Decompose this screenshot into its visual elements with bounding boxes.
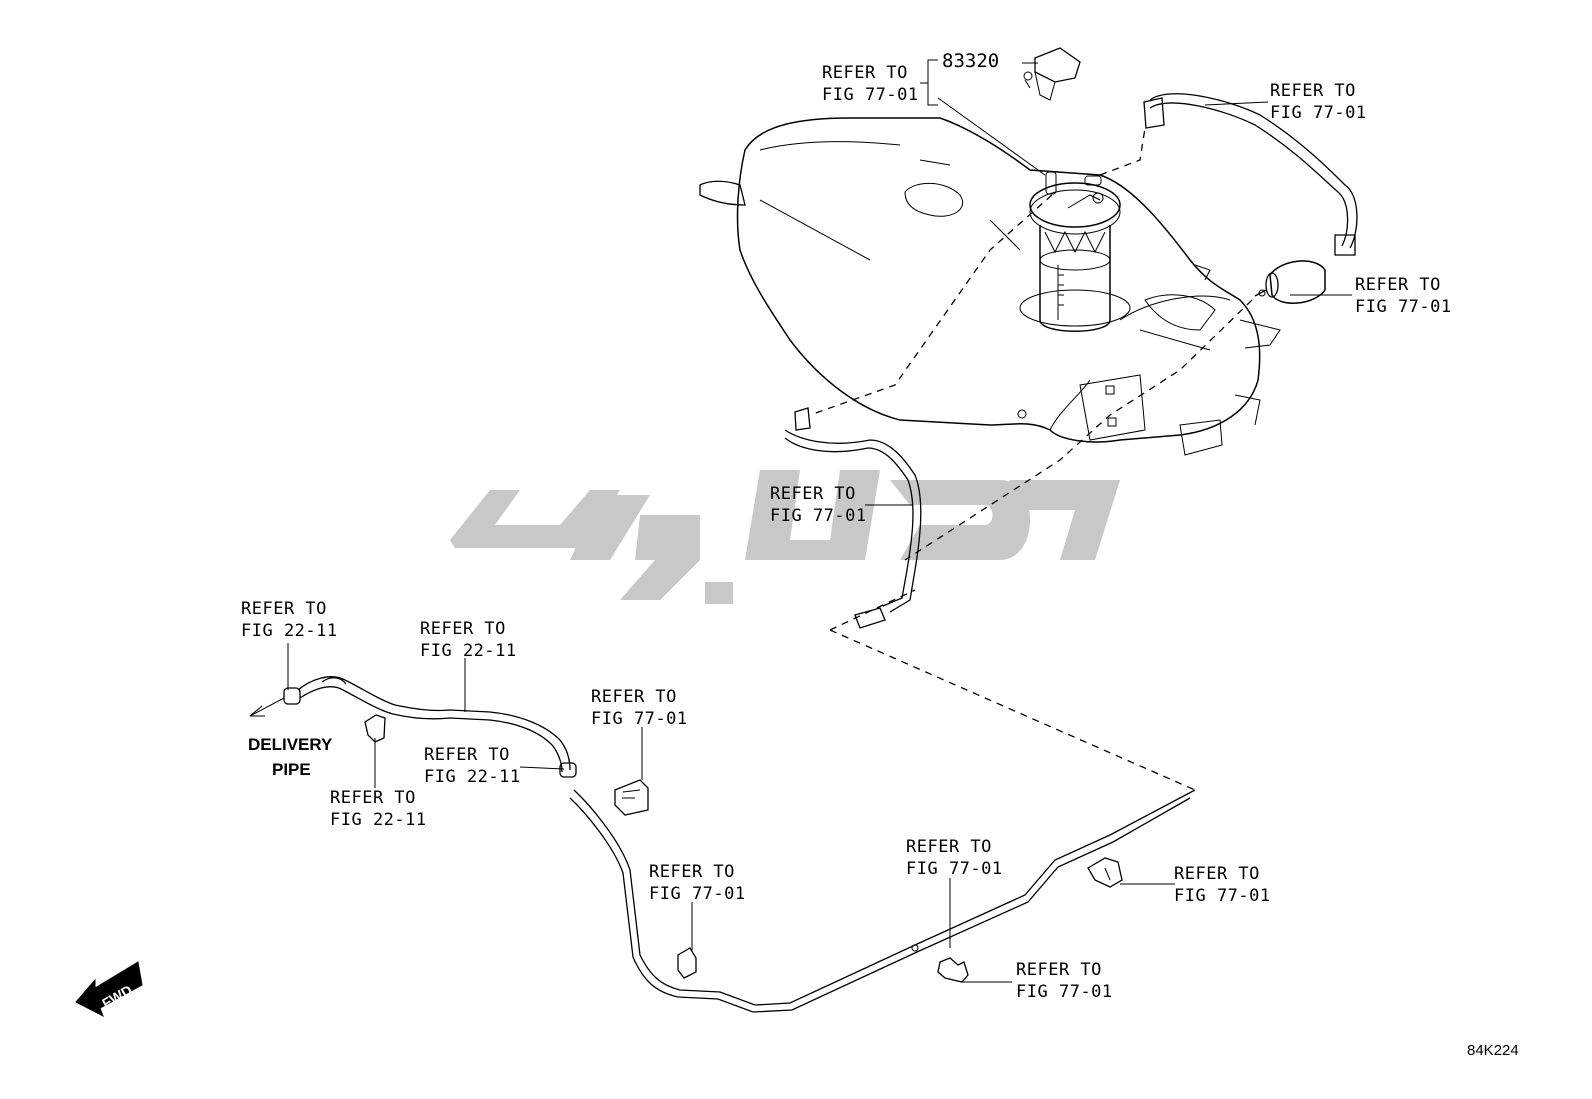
clip-connector <box>614 779 649 816</box>
fig-ref-label: FIG 77-01 <box>1016 982 1113 1002</box>
part-number-83320: 83320 <box>942 50 999 72</box>
clip-pipe-2 <box>937 957 969 983</box>
refer-to-label: REFER TO <box>770 484 856 504</box>
refer-to-label: REFER TO <box>1016 960 1102 980</box>
fig-ref-label: FIG 77-01 <box>1174 886 1271 906</box>
fig-ref-label: FIG 77-01 <box>770 506 867 526</box>
callout-hose-clamp: REFER TO FIG 22-11 <box>424 745 521 787</box>
refer-to-label: REFER TO <box>591 687 677 707</box>
refer-to-label: REFER TO <box>330 788 416 808</box>
fig-ref-label: FIG 22-11 <box>241 621 338 641</box>
upper-fuel-hose <box>1143 93 1358 256</box>
fwd-arrow-icon: FWD <box>75 961 143 1018</box>
clip-hose <box>364 714 386 743</box>
pipe-label: PIPE <box>272 760 311 779</box>
fuel-return-hose <box>784 407 922 629</box>
refer-to-label: REFER TO <box>906 837 992 857</box>
callout-delivery-hose: REFER TO FIG 22-11 <box>420 619 517 661</box>
clip-pipe-3 <box>1087 857 1123 888</box>
lower-fuel-pipe <box>569 789 1196 1013</box>
delivery-pipe-label: DELIVERY PIPE <box>248 735 333 779</box>
refer-to-label: REFER TO <box>1355 275 1441 295</box>
fig-ref-label: FIG 77-01 <box>649 884 746 904</box>
connection-lines <box>809 127 1253 791</box>
refer-to-label: REFER TO <box>241 599 327 619</box>
refer-to-label: REFER TO <box>420 619 506 639</box>
callout-connector: REFER TO FIG 77-01 <box>591 687 688 729</box>
callout-return-hose: REFER TO FIG 77-01 <box>770 484 867 526</box>
callout-sender: REFER TO FIG 77-01 <box>822 63 919 105</box>
refer-to-label: REFER TO <box>424 745 510 765</box>
watermark-logo <box>450 470 1120 604</box>
fig-ref-label: FIG 22-11 <box>424 767 521 787</box>
refer-to-label: REFER TO <box>649 862 735 882</box>
fuel-filter <box>1254 260 1326 304</box>
fuel-pump-assembly <box>1019 171 1131 332</box>
callout-pipe-clip-1: REFER TO FIG 77-01 <box>649 862 746 904</box>
fig-ref-label: FIG 22-11 <box>330 810 427 830</box>
callout-fuel-pipe: REFER TO FIG 77-01 <box>906 837 1003 879</box>
fig-ref-label: FIG 77-01 <box>1270 103 1367 123</box>
callout-pipe-clip-2: REFER TO FIG 77-01 <box>1016 960 1113 1002</box>
callout-pipe-clip-3: REFER TO FIG 77-01 <box>1174 864 1271 906</box>
diagram-code: 84K224 <box>1467 1042 1519 1059</box>
callout-upper-hose: REFER TO FIG 77-01 <box>1270 81 1367 123</box>
fig-ref-label: FIG 22-11 <box>420 641 517 661</box>
refer-to-label: REFER TO <box>1270 81 1356 101</box>
fuel-tank <box>699 117 1281 456</box>
callout-delivery-clamp: REFER TO FIG 22-11 <box>241 599 338 641</box>
leader-lines <box>287 59 1352 983</box>
callout-hose-clip: REFER TO FIG 22-11 <box>330 788 427 830</box>
delivery-hose <box>249 676 577 778</box>
delivery-label: DELIVERY <box>248 735 333 754</box>
fig-ref-label: FIG 77-01 <box>822 85 919 105</box>
refer-to-label: REFER TO <box>822 63 908 83</box>
refer-to-label: REFER TO <box>1174 864 1260 884</box>
fig-ref-label: FIG 77-01 <box>591 709 688 729</box>
fuel-sender-gauge <box>1023 47 1081 101</box>
clip-pipe-1 <box>677 947 697 979</box>
fig-ref-label: FIG 77-01 <box>1355 297 1452 317</box>
callout-filter: REFER TO FIG 77-01 <box>1355 275 1452 317</box>
fig-ref-label: FIG 77-01 <box>906 859 1003 879</box>
